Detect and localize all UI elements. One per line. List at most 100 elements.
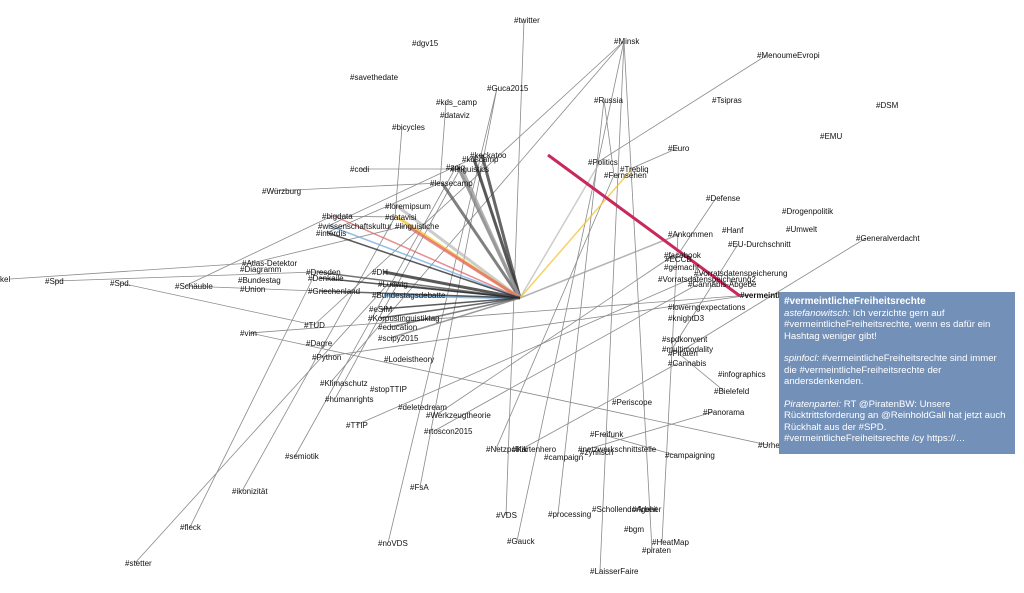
hashtag-node-label[interactable]: #Drogenpolitik bbox=[782, 207, 834, 216]
hashtag-node-label[interactable]: #Hanf bbox=[722, 226, 744, 235]
hashtag-node-label[interactable]: #keckatoo bbox=[470, 151, 507, 160]
hashtag-node-label[interactable]: #lessecamp bbox=[430, 179, 473, 188]
hashtag-node-label[interactable]: #knightD3 bbox=[668, 314, 705, 323]
hashtag-node-label[interactable]: #Ankommen bbox=[668, 230, 713, 239]
hashtag-node-label[interactable]: #noVDS bbox=[378, 539, 408, 548]
hashtag-node-label[interactable]: #scipy2015 bbox=[378, 334, 419, 343]
hashtag-node-label[interactable]: #deletedream bbox=[398, 403, 447, 412]
hashtag-node-label[interactable]: #Würzburg bbox=[262, 187, 301, 196]
hashtag-node-label[interactable]: #twitter bbox=[514, 16, 540, 25]
hashtag-node-label[interactable]: #wissenschaftskultur bbox=[318, 222, 392, 231]
hashtag-node-label[interactable]: #MenoumeEvropi bbox=[757, 51, 820, 60]
hashtag-node-label[interactable]: #dataviz bbox=[440, 111, 470, 120]
hashtag-node-label[interactable]: #multimodality bbox=[662, 345, 713, 354]
hashtag-node-label[interactable]: #Panorama bbox=[703, 408, 745, 417]
hashtag-node-label[interactable]: #Defense bbox=[706, 194, 741, 203]
hashtag-node-label[interactable]: #campaigning bbox=[665, 451, 715, 460]
hashtag-node-label[interactable]: #DSM bbox=[876, 101, 899, 110]
hashtag-node-label[interactable]: #lowerngexpectations bbox=[668, 303, 745, 312]
hashtag-node-label[interactable]: #EMU bbox=[820, 132, 842, 141]
hashtag-node-label[interactable]: #Russia bbox=[594, 96, 623, 105]
hashtag-node-label[interactable]: #Diagramm bbox=[240, 265, 282, 274]
hashtag-node-label[interactable]: #Schollendorfgeher bbox=[592, 505, 662, 514]
hashtag-node-label[interactable]: #Cannabis-Abgebe bbox=[688, 280, 757, 289]
hashtag-node-label[interactable]: #infographics bbox=[718, 370, 766, 379]
hashtag-node-label[interactable]: #Umwelt bbox=[786, 225, 818, 234]
hashtag-node-label[interactable]: #Spd bbox=[45, 277, 64, 286]
hashtag-node-label[interactable]: #EU-Durchschnitt bbox=[728, 240, 791, 249]
hashtag-node-label[interactable]: #FsA bbox=[410, 483, 429, 492]
hashtag-node-label[interactable]: #semiotik bbox=[285, 452, 320, 461]
hashtag-node-label[interactable]: #Griechenland bbox=[308, 287, 360, 296]
hashtag-node-label[interactable]: #Bundestag bbox=[238, 276, 281, 285]
hashtag-node-label[interactable]: #Atlas-Detektor bbox=[242, 259, 297, 268]
hashtag-node-label[interactable]: #codi bbox=[350, 165, 369, 174]
hashtag-node-label[interactable]: #VDS bbox=[496, 511, 517, 520]
hashtag-node-label[interactable]: #Vorratsdatenspeicherung2 bbox=[658, 275, 756, 284]
hashtag-node-label[interactable]: #Fernsehen bbox=[604, 171, 647, 180]
hashtag-node-label[interactable]: #stetter bbox=[125, 559, 152, 568]
hashtag-node-label[interactable]: #Periscope bbox=[612, 398, 653, 407]
hashtag-node-label[interactable]: #piraten bbox=[642, 546, 671, 555]
hashtag-node-label[interactable]: #processing bbox=[548, 510, 591, 519]
hashtag-node-label[interactable]: #Kartenhero bbox=[512, 445, 557, 454]
hashtag-node-label[interactable]: #datavisi bbox=[385, 213, 417, 222]
hashtag-node-label[interactable]: #fleck bbox=[180, 523, 202, 532]
hashtag-node-label[interactable]: #zoiq bbox=[446, 163, 465, 172]
hashtag-node-label[interactable]: #Bielefeld bbox=[714, 387, 749, 396]
hashtag-node-label[interactable]: #Guca2015 bbox=[487, 84, 529, 93]
hashtag-node-label[interactable]: #kds_camp bbox=[436, 98, 477, 107]
hashtag-node-label[interactable]: #Union bbox=[240, 285, 265, 294]
hashtag-node-label[interactable]: #ECCB bbox=[665, 255, 692, 264]
hashtag-node-label[interactable]: #Netzpolitik bbox=[486, 445, 528, 454]
hashtag-node-label[interactable]: #kdscamp bbox=[462, 155, 499, 164]
hashtag-node-label[interactable]: kel bbox=[0, 275, 10, 284]
hashtag-node-label[interactable]: #interdis bbox=[316, 229, 346, 238]
hashtag-node-label[interactable]: #spdkonvent bbox=[662, 335, 708, 344]
hashtag-node-label[interactable]: #Werkzeugtheorie bbox=[426, 411, 491, 420]
hashtag-node-label[interactable]: #campaign bbox=[544, 453, 583, 462]
hashtag-node-label[interactable]: #Bundestagsdebatte bbox=[372, 291, 446, 300]
hashtag-node-label[interactable]: #linguistics bbox=[450, 165, 489, 174]
hashtag-node-label[interactable]: #Denkaile bbox=[308, 274, 344, 283]
hashtag-node-label[interactable]: #vim bbox=[240, 329, 257, 338]
hashtag-node-label[interactable]: #bigdata bbox=[322, 212, 353, 221]
hashtag-node-label[interactable]: #Lodeistheory bbox=[384, 355, 434, 364]
hashtag-node-label[interactable]: #netzwerkschnittstelle bbox=[578, 445, 657, 454]
hashtag-node-label[interactable]: #TTIP bbox=[346, 421, 368, 430]
hashtag-node-label[interactable]: #savethedate bbox=[350, 73, 399, 82]
hashtag-node-label[interactable]: #Generalverdacht bbox=[856, 234, 920, 243]
hashtag-node-label[interactable]: #loremipsum bbox=[385, 202, 431, 211]
hashtag-node-label[interactable]: #HeatMap bbox=[652, 538, 689, 547]
hashtag-node-label[interactable]: #linguistiche bbox=[395, 222, 440, 231]
hashtag-node-label[interactable]: #Trebliq bbox=[620, 165, 649, 174]
hashtag-node-label[interactable]: #Klimaschutz bbox=[320, 379, 368, 388]
hashtag-node-label[interactable]: #Korpuslinguistiktag bbox=[368, 314, 440, 323]
hashtag-node-label[interactable]: #Spd. bbox=[110, 279, 131, 288]
hashtag-node-label[interactable]: #Euro bbox=[668, 144, 690, 153]
hashtag-node-label[interactable]: #Dresden bbox=[306, 268, 341, 277]
hashtag-node-label[interactable]: #LaisserFaire bbox=[590, 567, 639, 576]
hashtag-node-label[interactable]: #humanrights bbox=[325, 395, 373, 404]
hashtag-node-label[interactable]: #dgv15 bbox=[412, 39, 439, 48]
hashtag-node-label[interactable]: #Ludwig bbox=[378, 280, 408, 289]
hashtag-node-label[interactable]: #eSIM bbox=[369, 305, 392, 314]
hashtag-node-label[interactable]: #Politics bbox=[588, 158, 618, 167]
hashtag-node-label[interactable]: #ikonizität bbox=[232, 487, 268, 496]
hashtag-node-label[interactable]: #education bbox=[378, 323, 417, 332]
hashtag-node-label[interactable]: #Arbeit bbox=[632, 505, 658, 514]
hashtag-node-label[interactable]: #stopTTIP bbox=[370, 385, 407, 394]
hashtag-node-label[interactable]: #gemacht bbox=[664, 263, 700, 272]
hashtag-node-label[interactable]: #Piraten bbox=[668, 349, 698, 358]
hashtag-node-label[interactable]: #zynfisch bbox=[580, 448, 613, 457]
hashtag-node-label[interactable]: #Cannabis bbox=[668, 359, 706, 368]
hashtag-node-label[interactable]: #rtoscon2015 bbox=[424, 427, 473, 436]
hashtag-node-label[interactable]: #Dagre bbox=[306, 339, 333, 348]
hashtag-node-label[interactable]: #TUD bbox=[304, 321, 325, 330]
hashtag-node-label[interactable]: #Minsk bbox=[614, 37, 640, 46]
hashtag-node-label[interactable]: #facebook bbox=[664, 251, 702, 260]
hashtag-node-label[interactable]: #DH bbox=[372, 268, 388, 277]
hashtag-node-label[interactable]: #Vorratsdatenspeicherung bbox=[694, 269, 787, 278]
hashtag-node-label[interactable]: #Tsipras bbox=[712, 96, 742, 105]
